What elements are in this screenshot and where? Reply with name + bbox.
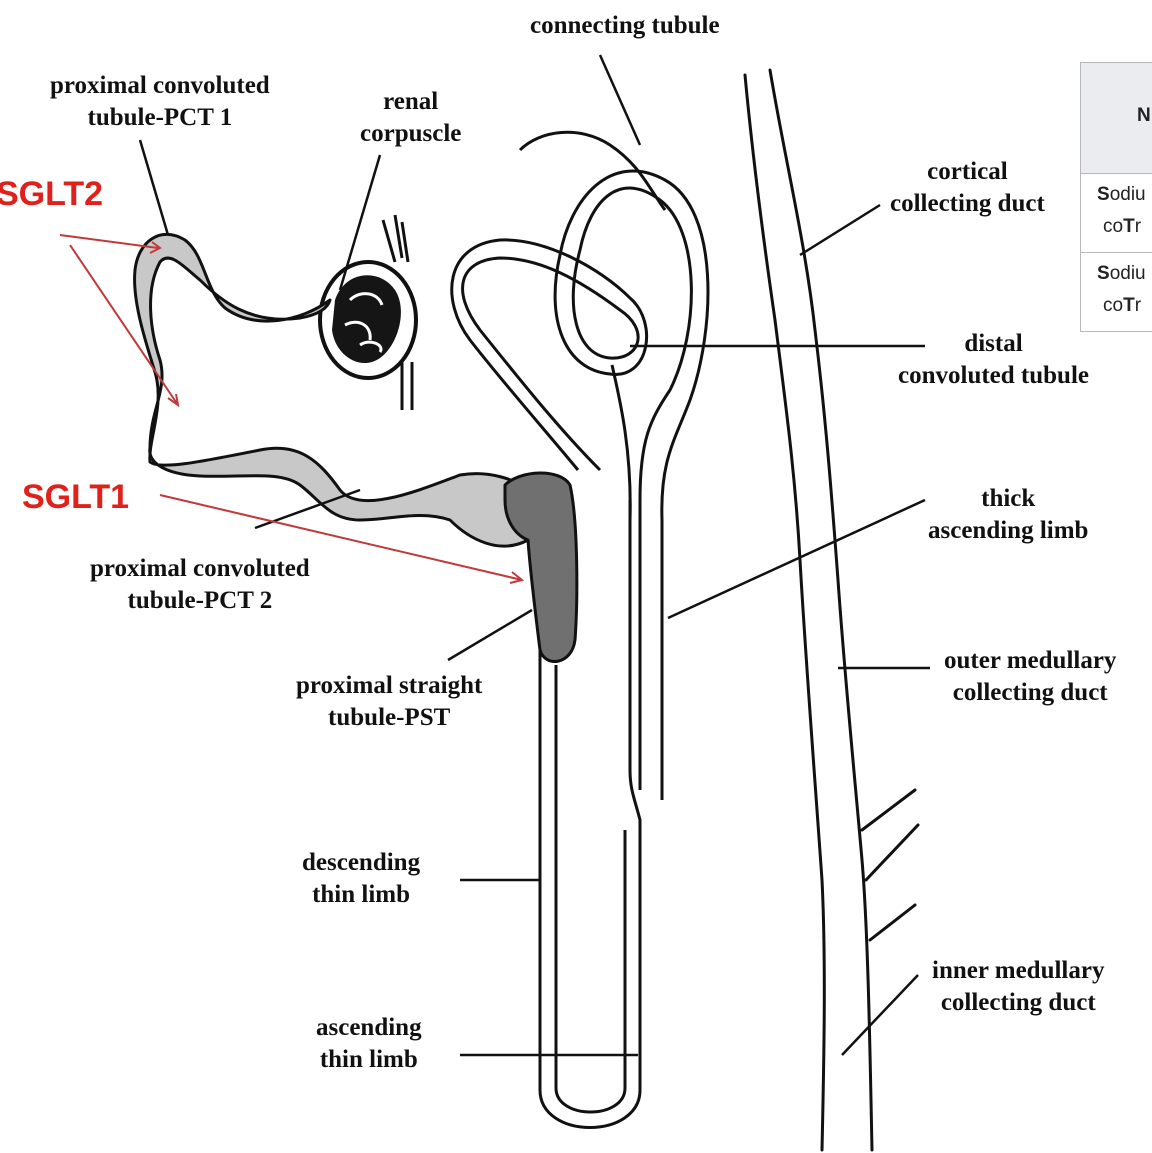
pst-shape xyxy=(505,473,577,662)
cropped-table: N Sodiu coTr Sodiu coTr xyxy=(1080,62,1152,332)
table-row: Sodiu coTr xyxy=(1081,174,1152,253)
marker-sglt1: SGLT1 xyxy=(22,478,129,517)
marker-sglt2: SGLT2 xyxy=(0,175,103,214)
label-connecting-tubule: connecting tubule xyxy=(530,10,720,42)
tal-dct-ct xyxy=(452,132,708,800)
collecting-duct xyxy=(745,70,918,1150)
table-header: N xyxy=(1081,63,1152,174)
table-row: Sodiu coTr xyxy=(1081,253,1152,332)
renal-corpuscle-shape xyxy=(320,215,416,410)
